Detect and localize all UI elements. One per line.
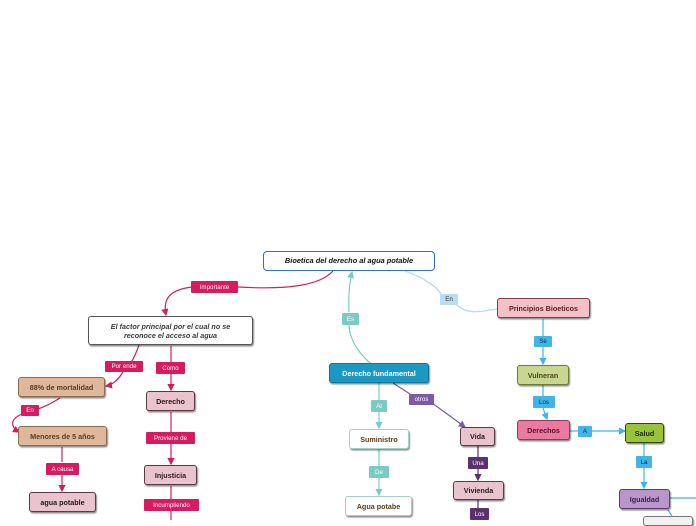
- label-importante[interactable]: Importante: [191, 281, 238, 293]
- suministro-node[interactable]: Suministro: [349, 429, 409, 449]
- principios-node[interactable]: Principios Bioeticos: [497, 298, 590, 318]
- vulneran-node[interactable]: Vulneran: [517, 365, 569, 385]
- label-como[interactable]: Como: [156, 362, 185, 374]
- label-en-right[interactable]: En: [440, 294, 458, 305]
- label-a[interactable]: A: [578, 426, 592, 437]
- salud-node[interactable]: Salud: [625, 423, 664, 443]
- label-se[interactable]: Se: [534, 336, 552, 347]
- derechos-node[interactable]: Derechos: [517, 420, 570, 440]
- factor-node[interactable]: El factor principal por el cual no se re…: [88, 316, 253, 345]
- label-por-ende[interactable]: Por ende: [105, 361, 143, 372]
- label-al[interactable]: Al: [371, 400, 387, 412]
- label-la[interactable]: La: [636, 456, 652, 468]
- mortalidad-node[interactable]: 88% de mortalidad: [18, 377, 105, 397]
- link-root-en: [404, 270, 442, 295]
- link-los-derechos: [541, 407, 549, 421]
- igualdad-node[interactable]: Igualdad: [619, 489, 670, 509]
- injusticia-node[interactable]: Injusticia: [144, 465, 197, 485]
- menores-node[interactable]: Menores de 5 años: [18, 426, 107, 446]
- link-en-principios: [454, 302, 498, 313]
- label-a-causa[interactable]: A causa: [46, 463, 79, 475]
- link-mortalidad-en: [37, 397, 61, 410]
- vida-node[interactable]: Vida: [460, 427, 495, 446]
- derecho-node[interactable]: Derecho: [146, 391, 195, 411]
- vivienda-node[interactable]: Vivienda: [453, 481, 504, 500]
- partial-node-bottom-right[interactable]: [643, 516, 693, 526]
- label-una[interactable]: Una: [468, 457, 488, 469]
- link-df-otros: [392, 382, 411, 395]
- link-porende-mortalidad: [104, 371, 124, 389]
- agua-potabe-node[interactable]: Agua potabe: [345, 496, 412, 516]
- link-es-root: [347, 270, 355, 313]
- agua-potable-left-node[interactable]: agua potable: [29, 492, 96, 512]
- root-node[interactable]: Bioetica del derecho al agua potable: [263, 251, 435, 271]
- link-root-importante: [237, 270, 334, 289]
- derecho-fundamental-node[interactable]: Derecho fundamental: [329, 363, 429, 383]
- label-los-vulneran[interactable]: Los: [533, 396, 555, 408]
- label-proviene-de[interactable]: Proviene de: [146, 432, 195, 444]
- label-en-left[interactable]: En: [21, 405, 39, 416]
- label-otros[interactable]: otros: [409, 394, 434, 405]
- link-igualdad-down: [667, 509, 673, 517]
- label-los-vida[interactable]: Los: [470, 508, 489, 520]
- link-importante-factor: [161, 286, 193, 317]
- label-incumpliendo[interactable]: Incumpliendo: [144, 499, 199, 511]
- label-de[interactable]: De: [369, 466, 389, 478]
- link-en-menores: [12, 413, 23, 433]
- label-es[interactable]: Es: [342, 313, 359, 325]
- link-otros-vida: [431, 402, 466, 428]
- link-df-es: [348, 324, 377, 370]
